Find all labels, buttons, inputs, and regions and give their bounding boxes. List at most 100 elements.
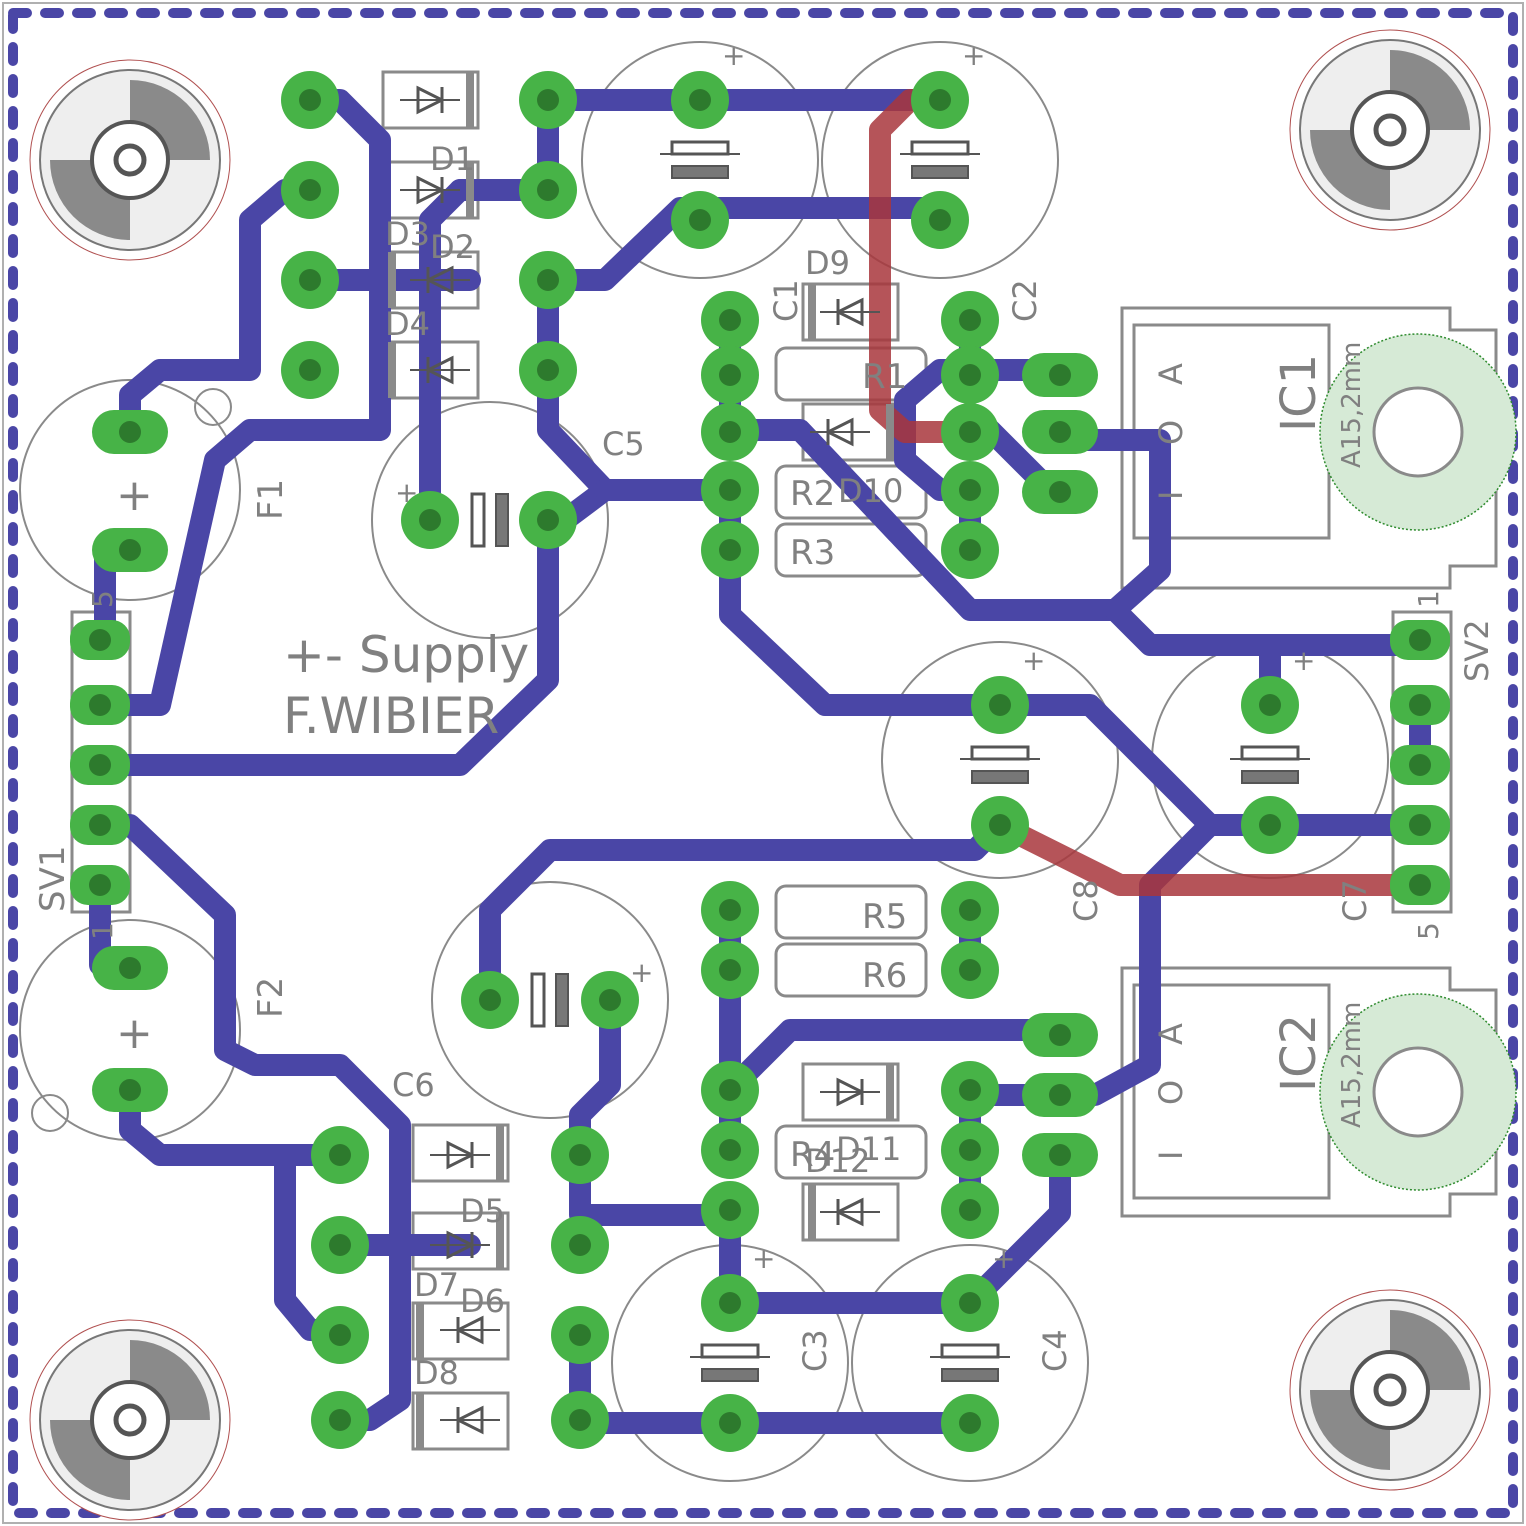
diode-d9-body [801,282,900,342]
pad-drill [959,421,981,443]
label-d11: D11 [836,1130,901,1168]
capacitor-plate-pos [670,140,730,156]
silkscreen-layer [19,41,1517,1482]
heatsink-ic2-hole [1372,1046,1464,1138]
pad-drill [959,1139,981,1161]
capacitor-plate-neg [555,973,569,1027]
mounting-hole-center [1373,1373,1407,1407]
pad [941,1394,999,1452]
capacitor-symbol: + [930,1242,1015,1382]
pad [551,1126,609,1184]
pad [671,191,729,249]
pad [701,291,759,349]
pad-drill [1049,1024,1071,1046]
pad [1390,865,1450,905]
diode-cathode-band [496,1213,504,1269]
capacitor-symbol: + [900,39,985,179]
label-d12: D12 [805,1142,870,1180]
capacitor-plus-mark: + [752,1242,775,1275]
pad-drill [299,359,321,381]
pad-drill [959,1292,981,1314]
pad-drill [419,509,441,531]
label-c6: C6 [392,1066,435,1104]
pad-drill [119,957,141,979]
diode-symbol [820,1197,880,1227]
pads-layer [70,71,1450,1452]
pad-drill [299,179,321,201]
pad-drill [1049,364,1071,386]
label-d7: D7 [414,1266,459,1304]
pad [551,1216,609,1274]
heatsink-ic1-hole [1372,386,1464,478]
capacitor-plus-mark: + [962,39,985,72]
capacitor-plate-pos [970,745,1030,761]
pad-drill [599,989,621,1011]
pad [311,1216,369,1274]
diode-cathode-band [808,284,816,340]
pad-drill [959,1079,981,1101]
capacitor-plate-neg [495,493,509,547]
pad [1241,676,1299,734]
pad [1022,1013,1098,1057]
pad-drill [689,209,711,231]
diode-cathode-band [886,1064,894,1120]
pad [551,1391,609,1449]
fuse-f2-plus: + [116,1008,153,1059]
pad-drill [689,89,711,111]
fuse-f1-tab [194,388,232,426]
label-d6: D6 [460,1282,505,1320]
diode-d6-body [411,1301,510,1361]
diode-cathode-band [416,1393,424,1449]
pad [70,685,130,725]
label-d8: D8 [414,1354,459,1392]
capacitor-symbol: + [960,644,1045,784]
pad-drill [537,179,559,201]
capacitor-symbol: + [690,1242,775,1382]
board-title: +- Supply [283,626,529,684]
diode-cathode-band [466,162,474,218]
pad [281,341,339,399]
pad [581,971,639,1029]
pad-drill [89,754,111,776]
pad [281,251,339,309]
pad-drill [719,309,741,331]
capacitor-plate-neg [941,1368,999,1382]
ground-border [8,8,1518,1518]
pad [701,881,759,939]
pad-drill [959,479,981,501]
diode-cathode-band [808,1184,816,1240]
fuse-f1-plus: + [116,470,153,521]
pad [461,971,519,1029]
regulator-ic2-outline [1120,966,1498,1218]
pad [971,796,1029,854]
pad-drill [1409,754,1431,776]
pad-drill [959,899,981,921]
pad [701,1181,759,1239]
label-ic1: IC1 [1271,354,1327,432]
pad-drill [959,1199,981,1221]
mounting-hole [29,59,231,261]
diode-symbol [410,355,470,385]
label-d4: D4 [385,305,430,343]
label-sv2-pin1: 1 [1412,590,1445,608]
pad [311,1126,369,1184]
pad-drill [719,1139,741,1161]
pad-drill [719,959,741,981]
cap-c-top2-outline [821,41,1059,279]
pad-drill [719,421,741,443]
label-ic2-pin-o: O [1152,1080,1190,1105]
pad-drill [959,959,981,981]
capacitor-symbol: + [395,476,509,548]
label-ic1-pin-i: I [1152,491,1190,500]
pad [519,71,577,129]
diode-symbol [820,297,880,327]
pad-drill [1409,874,1431,896]
pad [519,161,577,219]
pad [92,946,168,990]
pad [1390,805,1450,845]
pad-drill [1409,814,1431,836]
pad-drill [1409,694,1431,716]
label-c7: C7 [1336,879,1374,922]
diode-cathode-band [496,1125,504,1181]
